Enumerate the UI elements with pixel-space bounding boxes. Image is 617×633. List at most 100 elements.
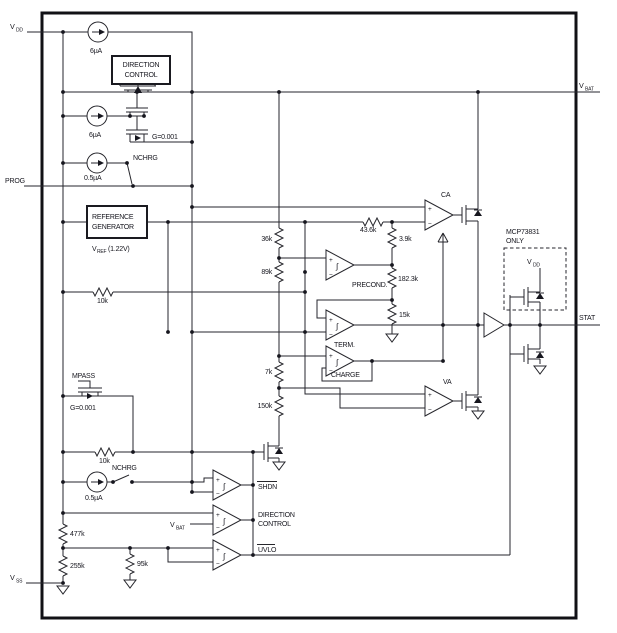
feedback-arrow — [437, 232, 449, 243]
label-6ua-1: 6µA — [90, 48, 103, 55]
bottom-fet-diode — [275, 448, 283, 454]
uvlo-comparator — [212, 539, 243, 571]
label-dc-comp-line2: CONTROL — [258, 521, 291, 528]
reference-generator-line2: GENERATOR — [92, 224, 134, 231]
resistor-255k — [57, 555, 69, 577]
label-95k: 95k — [137, 561, 148, 568]
label-uvlo: UVLO — [258, 547, 277, 554]
label-ca: CA — [441, 192, 451, 199]
dc-comp-minus: − — [216, 525, 220, 532]
uvlo-hyst-icon: ∫ — [222, 552, 226, 561]
labels: V DD PROG V SS V BAT STAT 6µA 6µA 0.5µA … — [5, 22, 596, 585]
label-150k: 150k — [258, 403, 273, 410]
stat-pmos-diode — [536, 293, 544, 299]
resistor-89k — [273, 261, 285, 283]
precond-comparator — [325, 249, 356, 281]
label-36k: 36k — [261, 236, 272, 243]
va-plus: + — [428, 392, 432, 399]
term-minus: − — [329, 332, 333, 339]
uvlo-minus: − — [216, 561, 220, 568]
shdn-plus: + — [216, 477, 220, 484]
vref-sub: REF — [97, 249, 107, 255]
ca-plus: + — [428, 206, 432, 213]
label-shdn: SHDN — [258, 484, 277, 491]
va-fet-diode — [474, 397, 482, 403]
pin-vss-sub: SS — [16, 579, 23, 585]
stat-nmos-diode — [536, 352, 544, 358]
stat-vdd-sub: DD — [533, 263, 540, 269]
direction-control-line1: DIRECTION — [123, 62, 160, 69]
direction-control-line2: CONTROL — [125, 72, 158, 79]
label-vbat-input-sub: BAT — [176, 526, 185, 532]
pin-prog: PROG — [5, 178, 25, 185]
resistor-36k — [273, 227, 285, 249]
resistor-150k — [273, 395, 285, 417]
dc-comp-plus: + — [216, 512, 220, 519]
current-sources — [86, 21, 109, 493]
term-plus: + — [329, 317, 333, 324]
precond-plus: + — [329, 257, 333, 264]
term-comparator — [325, 309, 356, 341]
label-nchrg-1: NCHRG — [133, 155, 158, 162]
ground-symbols — [56, 333, 547, 595]
label-gain-2: G=0.001 — [70, 405, 96, 412]
current-source-0-5ua-1 — [86, 152, 108, 174]
precond-hyst-icon: ∫ — [335, 262, 339, 271]
label-term: TERM. — [334, 342, 355, 349]
amplifiers — [212, 199, 505, 571]
label-10k-a: 10k — [97, 298, 108, 305]
mcp73831-only: ONLY — [506, 238, 524, 245]
charge-amplifier — [325, 345, 356, 377]
wires — [24, 31, 600, 584]
vref-label: V — [92, 246, 97, 253]
pin-vbat: V — [579, 81, 584, 90]
dc-comp-hyst-icon: ∫ — [222, 517, 226, 526]
resistor-10k-a — [92, 286, 114, 298]
va-minus: − — [428, 407, 432, 414]
stat-buffer — [483, 312, 505, 338]
pin-stat: STAT — [579, 315, 596, 322]
pin-vdd-sub: DD — [16, 28, 23, 34]
mcp73831-label: MCP73831 — [506, 229, 540, 236]
va-amplifier — [424, 385, 455, 417]
resistor-95k — [124, 553, 136, 575]
precond-minus: − — [329, 272, 333, 279]
term-hyst-icon: ∫ — [335, 322, 339, 331]
charge-plus: + — [329, 353, 333, 360]
ca-fet-diode — [474, 210, 482, 216]
junction-dots — [61, 30, 542, 585]
pin-vdd: V — [10, 22, 15, 31]
reference-generator-block — [86, 205, 148, 239]
charge-hyst-icon: ∫ — [335, 358, 339, 367]
shdn-comparator — [212, 469, 243, 501]
label-255k: 255k — [70, 563, 85, 570]
label-mpass: MPASS — [72, 373, 96, 380]
pin-vbat-sub: BAT — [585, 87, 594, 93]
current-source-6ua-2 — [86, 105, 108, 127]
resistor-43-6k — [362, 216, 384, 228]
uvlo-plus: + — [216, 547, 220, 554]
label-182-3k: 182.3k — [398, 276, 419, 283]
direction-control-comparator — [212, 504, 243, 536]
label-va: VA — [443, 379, 452, 386]
resistor-15k — [386, 303, 398, 325]
direction-control-block — [111, 55, 171, 85]
ic-border — [40, 11, 578, 620]
label-precond: PRECOND. — [352, 282, 388, 289]
resistors — [57, 216, 398, 577]
label-nchrg-2: NCHRG — [112, 465, 137, 472]
label-15k: 15k — [399, 312, 410, 319]
mpass-arrow — [87, 393, 93, 399]
label-0-5ua-2: 0.5µA — [85, 495, 103, 502]
label-dc-comp-line1: DIRECTION — [258, 512, 295, 519]
resistor-477k — [57, 523, 69, 545]
shdn-minus: − — [216, 491, 220, 498]
ca-amplifier — [424, 199, 455, 231]
label-vbat-input: V — [170, 522, 175, 529]
label-477k: 477k — [70, 531, 85, 538]
label-charge: CHARGE — [331, 372, 360, 379]
label-89k: 89k — [261, 269, 272, 276]
label-7k: 7k — [265, 369, 273, 376]
